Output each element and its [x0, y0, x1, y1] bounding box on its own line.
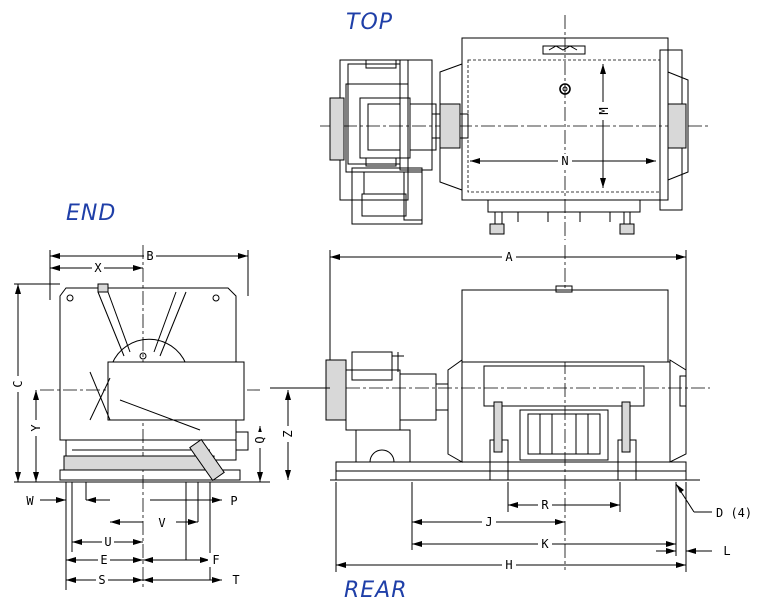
- dim-n-label: N: [561, 154, 568, 168]
- dim-q-label: Q: [253, 436, 267, 443]
- dim-p-label: P: [230, 494, 237, 508]
- dim-r-label: R: [541, 498, 549, 512]
- dim-t-label: T: [232, 573, 239, 587]
- dim-k-label: K: [541, 537, 549, 551]
- dim-h-label: H: [505, 558, 512, 572]
- dim-u-label: U: [104, 535, 111, 549]
- end-view-title: END: [66, 201, 117, 226]
- dim-f-label: F: [212, 553, 219, 567]
- dim-e-label: E: [100, 553, 107, 567]
- dim-m-label: M: [597, 107, 611, 114]
- dim-s-label: S: [98, 573, 105, 587]
- dim-z-label: Z: [281, 430, 295, 437]
- top-view: M N: [320, 15, 710, 240]
- dim-a-label: A: [505, 250, 513, 264]
- dim-x-label: X: [94, 261, 102, 275]
- rear-view: A Z R J K L H D (4): [270, 245, 752, 572]
- dim-b-label: B: [146, 249, 153, 263]
- dim-c-label: C: [11, 380, 25, 387]
- dim-j-label: J: [485, 515, 492, 529]
- top-view-title: TOP: [346, 10, 394, 35]
- end-view: B X C Y Q W P V: [11, 245, 270, 590]
- dim-v-label: V: [158, 516, 165, 530]
- dim-w-label: W: [26, 494, 34, 508]
- dim-l-label: L: [723, 544, 730, 558]
- dim-y-label: Y: [29, 424, 43, 432]
- rear-view-title: REAR: [344, 578, 408, 603]
- dim-d-label: D (4): [716, 506, 752, 520]
